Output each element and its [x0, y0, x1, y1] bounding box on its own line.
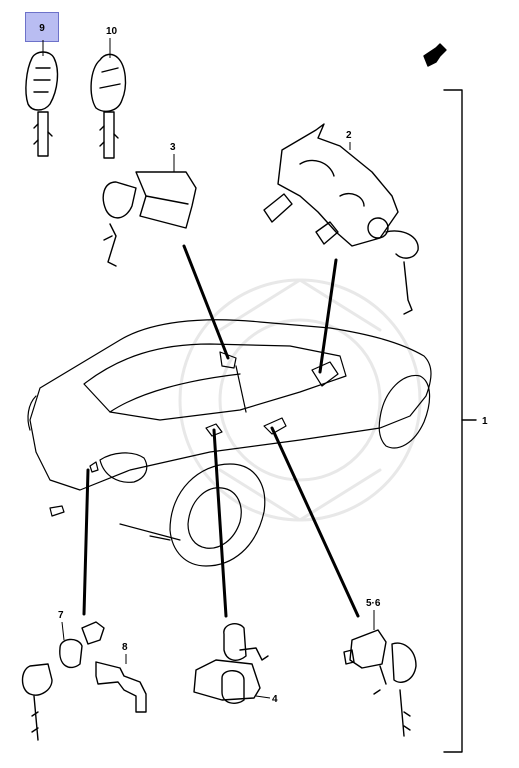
callout-7[interactable]: 7 — [58, 610, 64, 621]
callout-5-6[interactable]: 5·6 — [366, 598, 381, 609]
leader-lines — [42, 38, 375, 699]
callout-3[interactable]: 3 — [170, 142, 176, 153]
callout-1[interactable]: 1 — [482, 416, 488, 427]
pointer-lines — [82, 244, 360, 618]
watermark — [178, 278, 422, 522]
highlight-callout-9[interactable]: 9 — [25, 12, 59, 42]
callout-10[interactable]: 10 — [106, 26, 118, 37]
lock-cylinder-icon[interactable] — [193, 623, 269, 704]
lock-cylinder-icon[interactable] — [263, 123, 419, 315]
car-outline — [27, 319, 432, 567]
lock-rod[interactable] — [95, 661, 147, 713]
key-icon[interactable] — [90, 53, 127, 159]
callout-9-label: 9 — [39, 23, 45, 34]
lock-cylinder-icon[interactable] — [343, 629, 417, 737]
callout-4[interactable]: 4 — [272, 694, 278, 705]
callout-2[interactable]: 2 — [346, 130, 352, 141]
front-arrow-icon — [423, 43, 447, 67]
group-bracket — [443, 89, 477, 753]
lock-cylinder-icon[interactable] — [102, 171, 197, 267]
key-icon[interactable] — [25, 51, 59, 157]
lock-cylinder-icon[interactable] — [21, 621, 105, 741]
callout-8[interactable]: 8 — [122, 642, 128, 653]
